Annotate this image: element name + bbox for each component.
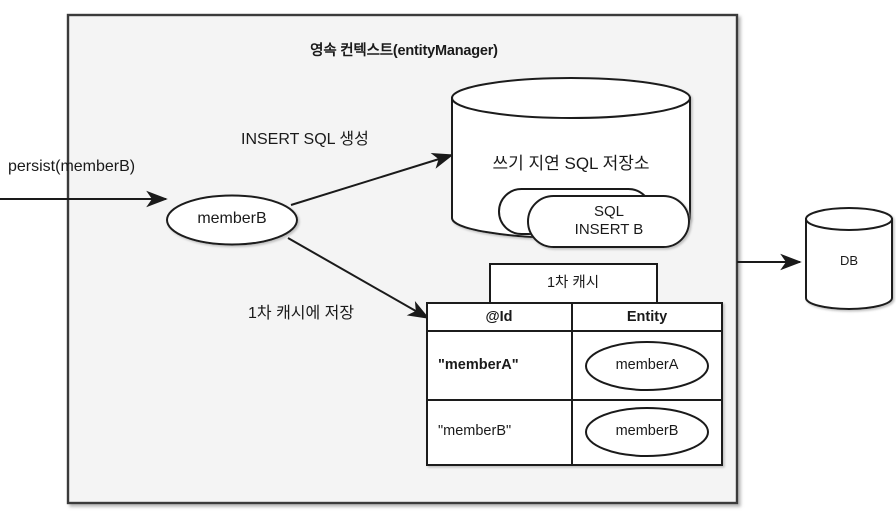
persist-entry-label: persist(memberB) xyxy=(8,158,136,175)
table-row-0-entity: memberA xyxy=(615,357,679,373)
table-row-0-id: "memberA" xyxy=(438,357,519,373)
queued-sql-front-card xyxy=(527,195,690,248)
table-header-entity: Entity xyxy=(626,309,668,325)
queued-sql-line-1: SQL xyxy=(593,203,625,220)
write-behind-store-label: 쓰기 지연 SQL 저장소 xyxy=(492,154,650,173)
edge-first-cache xyxy=(287,237,430,319)
page-title: 영속 컨텍스트(entityManager) xyxy=(310,43,498,59)
queued-sql-line-2: INSERT B xyxy=(574,221,644,238)
edge-label-first-cache: 1차 캐시에 저장 xyxy=(248,305,355,322)
entity-node-label: memberB xyxy=(197,210,267,227)
edge-label-insert-sql: INSERT SQL 생성 xyxy=(241,131,369,148)
cached-entity-ellipse-1 xyxy=(585,407,709,457)
first-level-cache-caption: 1차 캐시 xyxy=(546,275,600,291)
table-header-id: @Id xyxy=(485,309,513,325)
edge-insert-sql xyxy=(290,152,454,206)
table-row-1-id: "memberB" xyxy=(438,423,512,439)
entity-node-ellipse xyxy=(166,194,298,246)
table-row-1-entity: memberB xyxy=(615,423,679,439)
database-label: DB xyxy=(839,253,859,268)
cached-entity-ellipse-0 xyxy=(585,341,709,391)
database-cylinder xyxy=(805,207,893,310)
